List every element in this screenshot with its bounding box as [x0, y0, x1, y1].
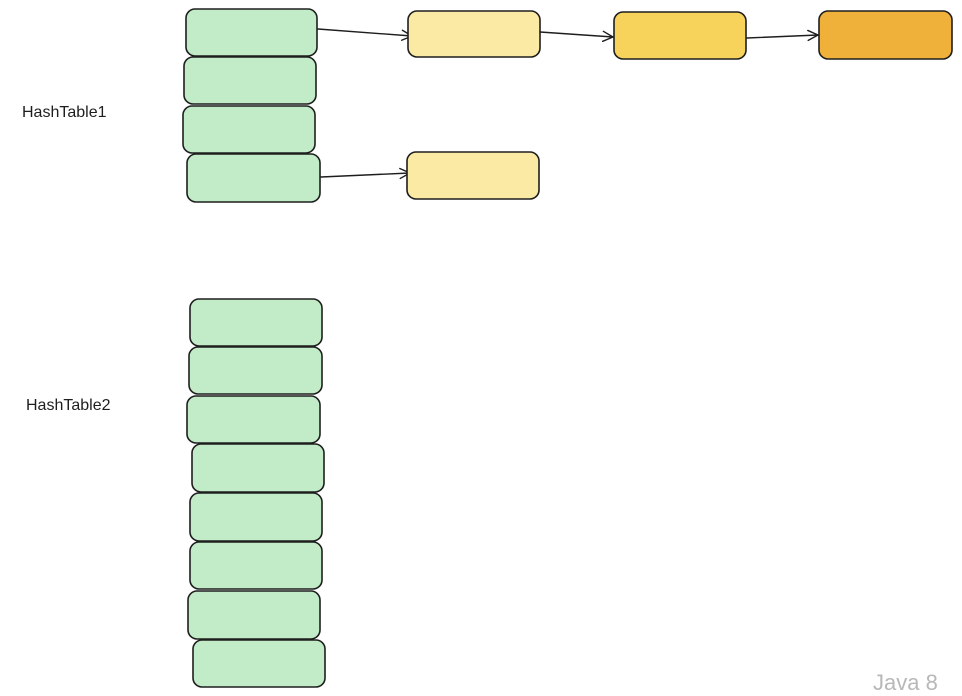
ht2-bucket-0 [189, 298, 323, 347]
watermark-text: Java 8 [873, 670, 938, 695]
ht1-bucket-3 [186, 153, 321, 203]
ht1-bucket-1 [183, 56, 317, 105]
ht2-bucket-7 [192, 639, 326, 688]
ht1-arrow-3-a [320, 167, 411, 180]
ht1-chain-bucket-3 [320, 151, 540, 200]
hashtable2-buckets [186, 298, 326, 688]
ht2-bucket-2 [186, 395, 321, 444]
ht1-bucket-0 [185, 8, 318, 57]
ht1-node-0-1 [407, 10, 541, 58]
ht2-bucket-5 [189, 541, 323, 590]
ht2-bucket-6 [187, 590, 321, 640]
hashtable2-label: HashTable2 [26, 397, 111, 414]
ht1-node-0-3 [818, 10, 953, 60]
ht1-arrow-0-a [317, 28, 413, 41]
ht2-bucket-4 [189, 492, 323, 542]
ht1-chain-bucket-0 [317, 10, 953, 60]
ht2-bucket-1 [188, 346, 323, 395]
ht1-arrow-0-b [539, 30, 614, 43]
ht2-bucket-3 [191, 443, 325, 493]
ht1-bucket-2 [182, 105, 316, 154]
ht1-node-0-2 [613, 11, 747, 60]
hashtable1-label: HashTable1 [22, 104, 107, 121]
hashtable1-buckets [182, 8, 321, 203]
ht1-arrow-0-c [746, 29, 819, 42]
ht1-node-3-1 [406, 151, 540, 200]
